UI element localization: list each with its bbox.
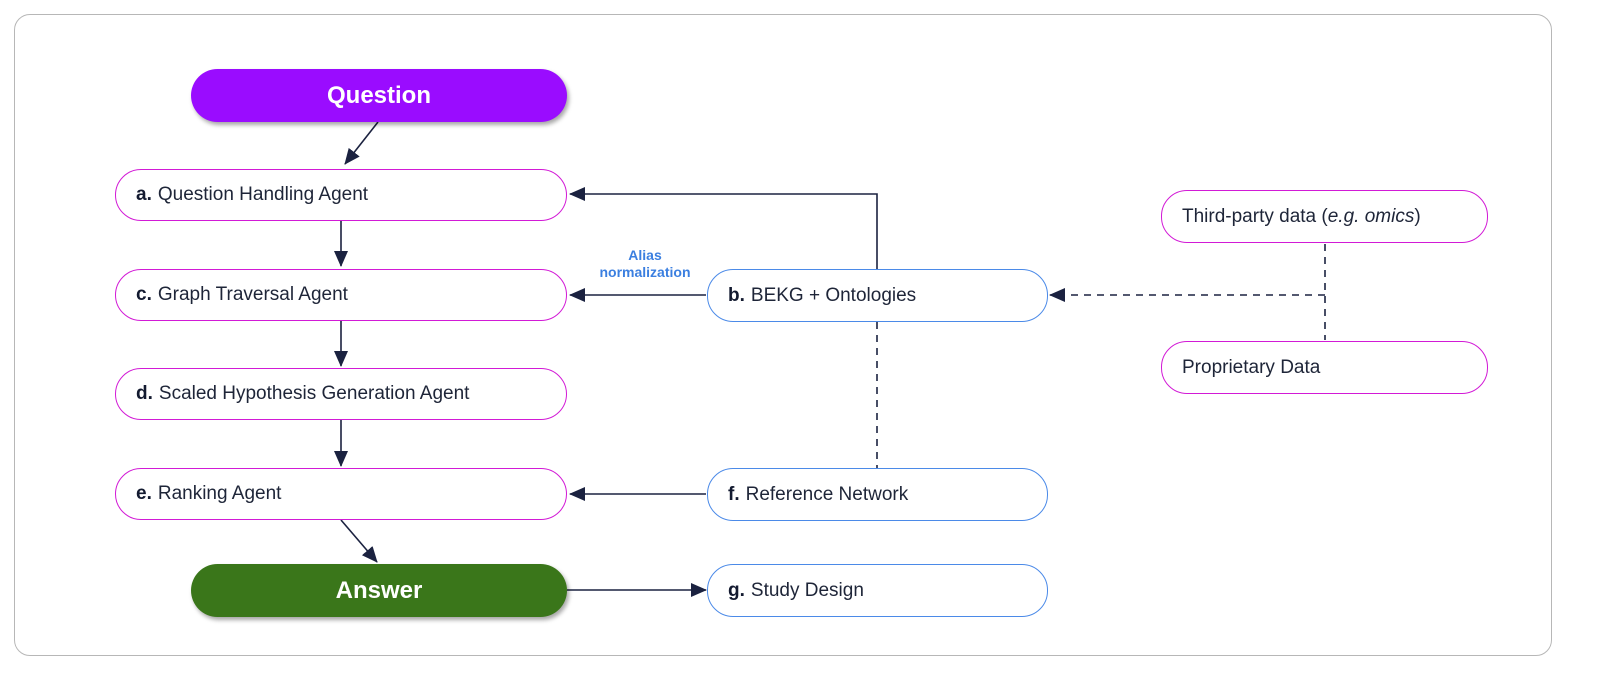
agent-letter: a. [136,184,152,205]
agent-letter: e. [136,483,152,504]
question-label: Question [326,81,431,109]
agent-label: Scaled Hypothesis Generation Agent [158,383,470,404]
data-source-third-party: Third-party data (e.g. omics) [1161,190,1488,243]
third-party-example: e.g. omics [1327,205,1415,227]
agent-graph-traversal: c. Graph Traversal Agent [115,269,567,321]
agent-question-handling: a. Question Handling Agent [115,169,567,221]
proprietary-label: Proprietary Data [1182,356,1321,378]
agent-label: Ranking Agent [157,483,282,504]
agent-label: Graph Traversal Agent [157,284,348,305]
third-party-label: Third-party data ( [1182,205,1328,227]
resource-label: Study Design [750,579,864,601]
resource-reference-network: f. Reference Network [707,468,1048,521]
alias-normalization-label: Alias normalization [585,247,705,281]
agent-scaled-hypothesis-generation: d. Scaled Hypothesis Generation Agent [115,368,567,420]
edge-b-to-a [569,187,878,269]
agent-letter: c. [136,284,152,305]
resource-letter: f. [728,483,740,505]
alias-line-1: Alias [628,247,662,263]
edge-question-to-a [344,121,379,165]
answer-node: Answer [191,564,567,617]
agent-ranking: e. Ranking Agent [115,468,567,520]
agent-letter: d. [136,383,153,404]
resource-letter: b. [728,284,745,306]
resource-bekg-ontologies: b. BEKG + Ontologies [707,269,1048,322]
resource-label: Reference Network [745,483,909,505]
data-source-proprietary: Proprietary Data [1161,341,1488,394]
edge-e-to-answer [340,519,378,563]
resource-letter: g. [728,579,745,601]
third-party-suffix: ) [1414,205,1421,227]
question-node: Question [191,69,567,122]
resource-label: BEKG + Ontologies [750,284,917,306]
agent-label: Question Handling Agent [157,184,369,205]
answer-label: Answer [335,576,423,604]
resource-study-design: g. Study Design [707,564,1048,617]
alias-line-2: normalization [599,264,691,280]
